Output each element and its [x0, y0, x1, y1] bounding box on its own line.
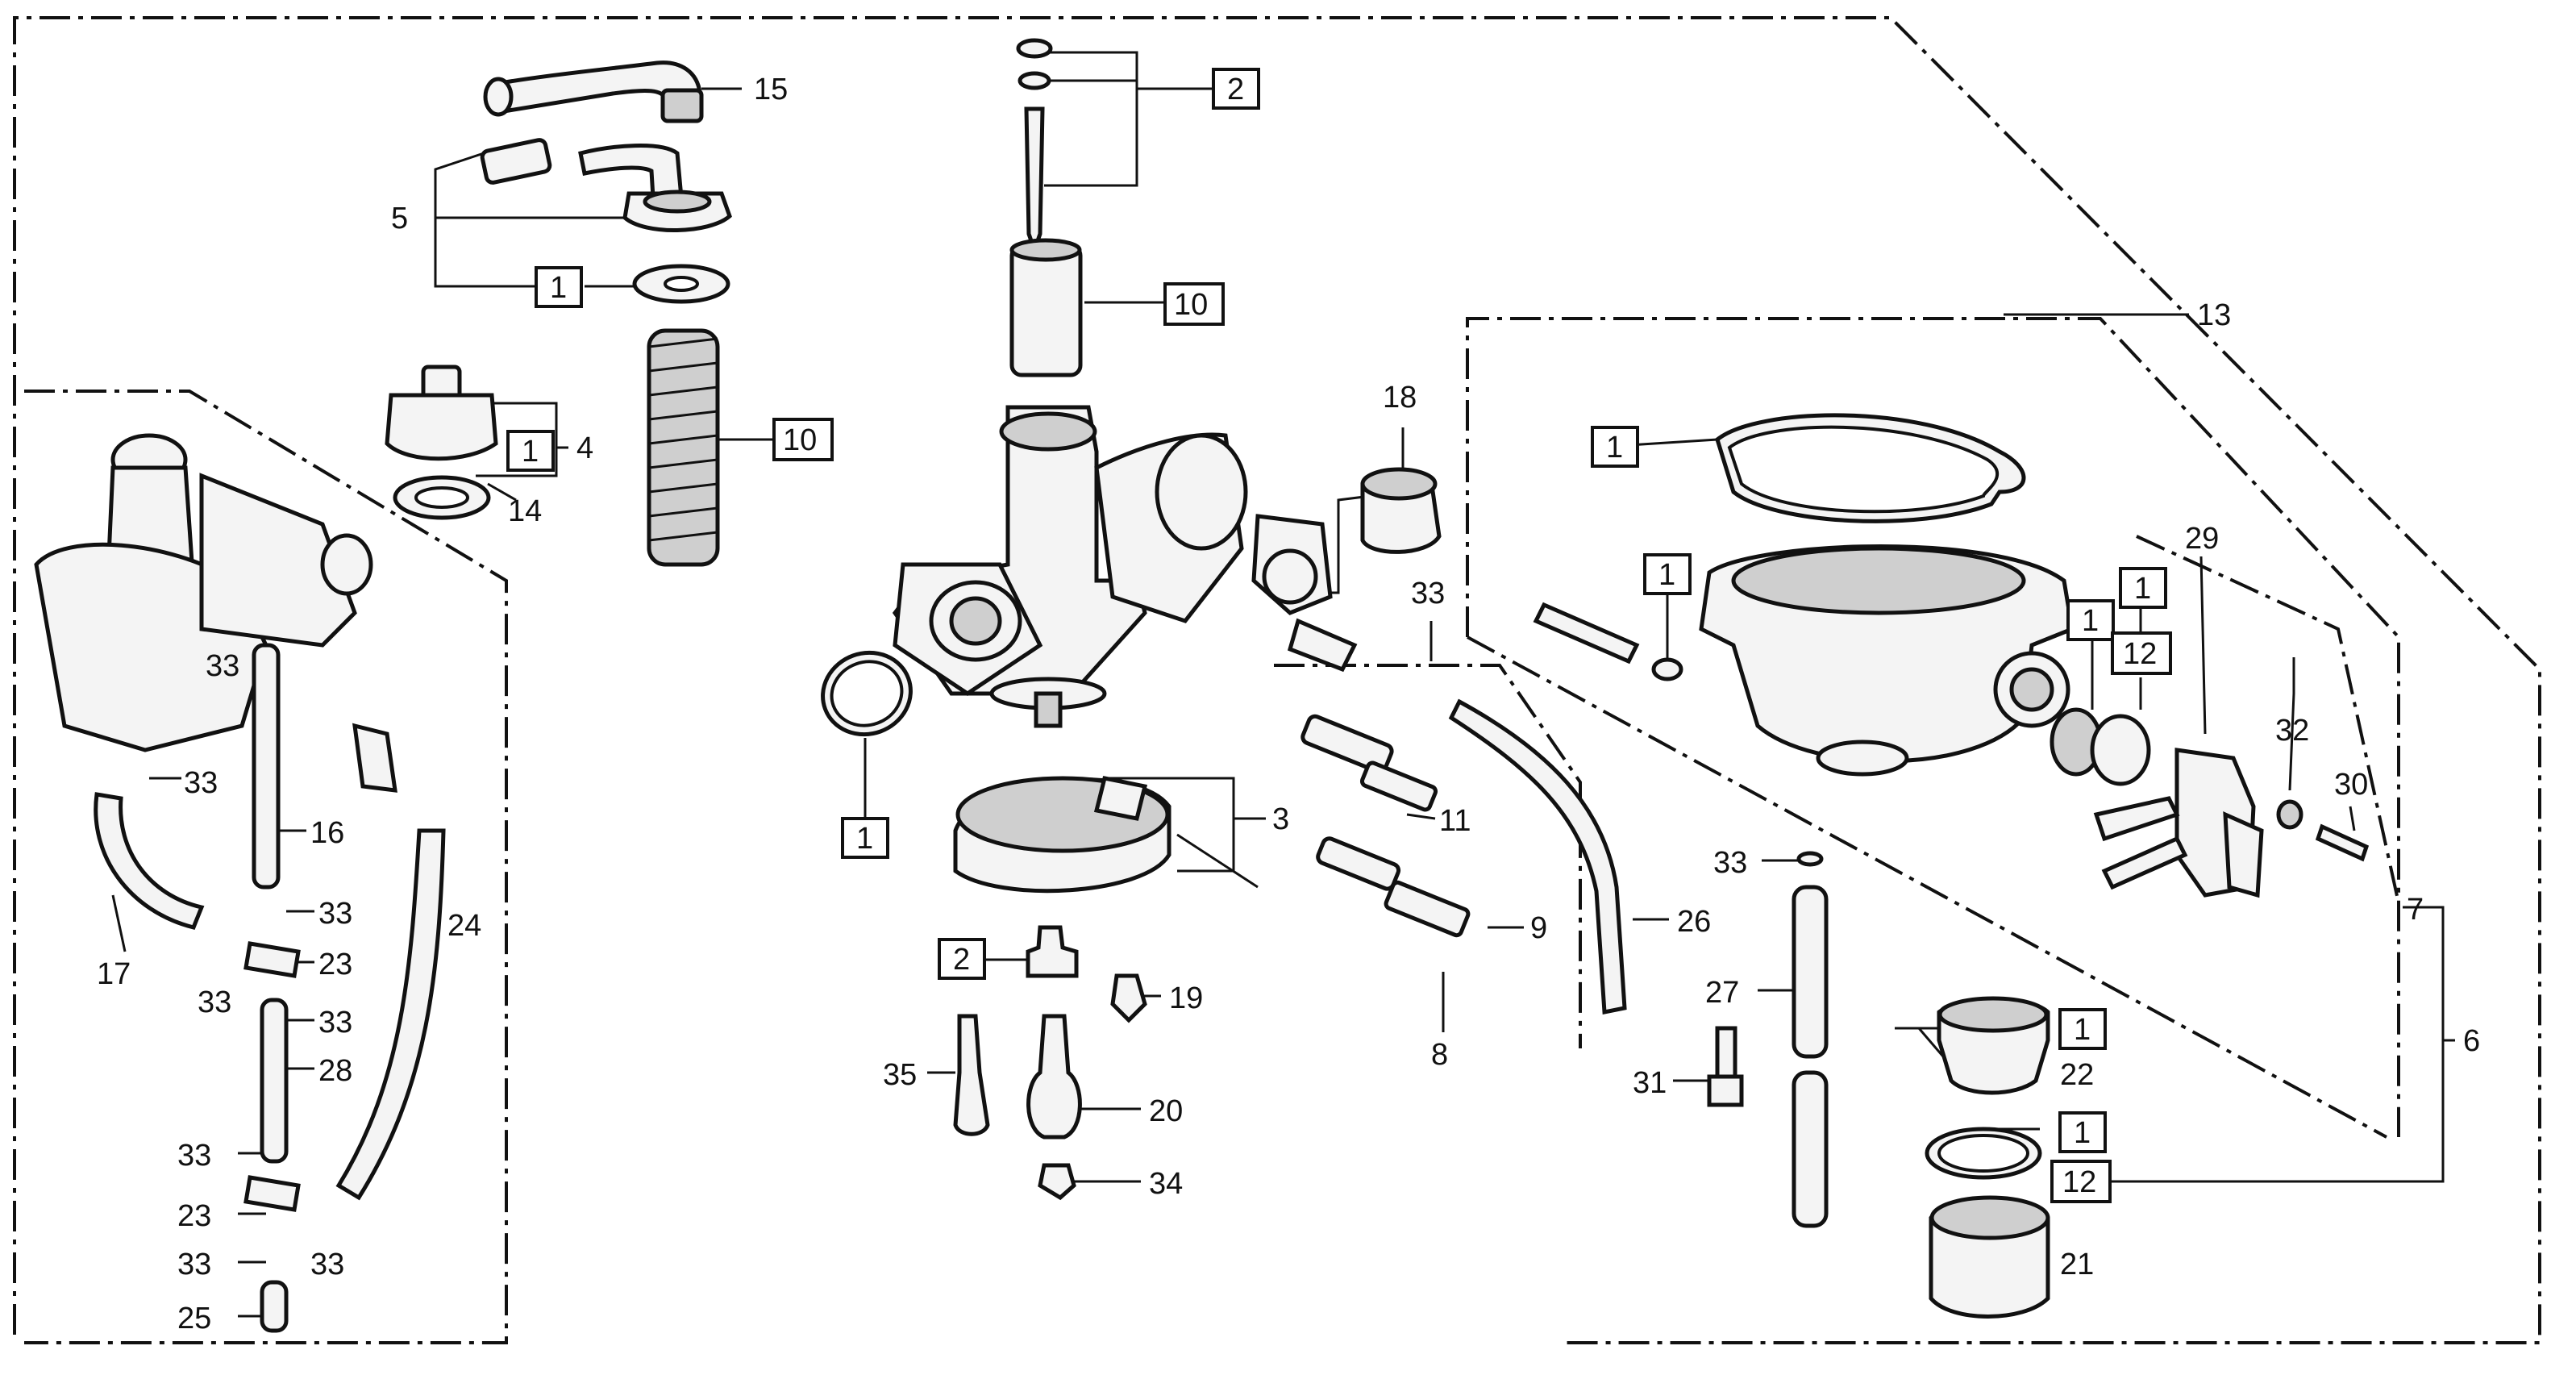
- callout-26: 26: [1677, 905, 1711, 939]
- callout-7: 7: [2407, 893, 2424, 927]
- callout-1-box-d: 1: [1643, 553, 1692, 595]
- callout-33-b: 33: [184, 766, 218, 800]
- callout-32: 32: [2275, 714, 2309, 748]
- top-cap-4: [385, 365, 498, 520]
- callout-14: 14: [508, 494, 542, 528]
- callout-1-box-i: 1: [2058, 1111, 2107, 1153]
- callout-1-a: 1: [550, 271, 567, 305]
- callout-29: 29: [2185, 522, 2219, 556]
- callout-1-box-g: 1: [841, 817, 889, 859]
- callout-2-box-b: 2: [938, 938, 986, 980]
- callout-33-g: 33: [177, 1139, 211, 1173]
- part-callouts: 15 5 1 10 1 4 14 2 10 13 18 1: [97, 68, 2480, 1335]
- callout-13: 13: [2197, 298, 2231, 332]
- assembly-boundary-lines: [13, 16, 2541, 1344]
- callout-1-f: 1: [2082, 604, 2099, 638]
- callout-33-j: 33: [1713, 846, 1747, 880]
- throttle-spring-10: [647, 328, 720, 567]
- float-3: [953, 776, 1259, 894]
- callout-1-d: 1: [1658, 558, 1675, 592]
- callout-2-a: 2: [1227, 73, 1244, 106]
- callout-1-box-b: 1: [506, 430, 555, 472]
- callout-9: 9: [1530, 911, 1547, 945]
- callout-12-box-b: 12: [2050, 1160, 2112, 1203]
- callout-34: 34: [1149, 1167, 1183, 1201]
- callout-12-box-a: 12: [2111, 631, 2172, 675]
- callout-23-b: 23: [177, 1199, 211, 1233]
- callout-33-a: 33: [206, 649, 239, 683]
- callout-16: 16: [310, 816, 344, 850]
- left-carburetor-assembly: [34, 433, 446, 1333]
- jet-needle-and-slide: [1009, 38, 1083, 377]
- callout-17: 17: [97, 957, 131, 991]
- carburetor-body: [892, 405, 1358, 728]
- callout-15: 15: [754, 73, 788, 106]
- callout-10-b: 10: [1174, 288, 1208, 322]
- callout-1-box-h: 1: [2058, 1008, 2107, 1050]
- callout-30: 30: [2334, 768, 2368, 802]
- callout-10-box-a: 10: [772, 418, 834, 461]
- callout-1-g: 1: [856, 822, 873, 856]
- callout-33-d: 33: [318, 897, 352, 931]
- callout-27: 27: [1705, 976, 1739, 1010]
- callout-25: 25: [177, 1302, 211, 1335]
- callout-3: 3: [1272, 802, 1289, 836]
- callout-18: 18: [1383, 381, 1417, 415]
- o-ring-left: [821, 650, 913, 737]
- float-chamber-group: [1533, 413, 2370, 1319]
- callout-11: 11: [1439, 804, 1471, 838]
- callout-1-box-e: 1: [2119, 567, 2167, 609]
- callout-33-e: 33: [198, 985, 231, 1019]
- callout-33-f: 33: [318, 1006, 352, 1040]
- callout-1-box-a: 1: [535, 266, 583, 308]
- jet-parts: [953, 925, 1147, 1201]
- callout-1-h: 1: [2074, 1013, 2091, 1047]
- callout-21: 21: [2060, 1248, 2094, 1281]
- callout-28: 28: [318, 1054, 352, 1088]
- callout-19: 19: [1169, 981, 1203, 1015]
- callout-4: 4: [576, 431, 593, 465]
- callout-8: 8: [1431, 1038, 1448, 1072]
- callout-1-c: 1: [1606, 431, 1623, 465]
- callout-24: 24: [447, 909, 481, 943]
- choke-cable-elbow-15: [483, 60, 704, 123]
- callout-6: 6: [2463, 1024, 2480, 1058]
- callout-12-b: 12: [2062, 1165, 2096, 1199]
- leader-lines: [111, 51, 2455, 1318]
- callout-33-i: 33: [177, 1248, 211, 1281]
- pilot-screw-group: [1300, 714, 1471, 938]
- callout-10-box-b: 10: [1163, 282, 1225, 326]
- overflow-tube-26: [1448, 698, 1627, 1015]
- cap-assembly-5: [480, 138, 732, 304]
- callout-1-box-f: 1: [2066, 599, 2115, 641]
- callout-1-b: 1: [522, 435, 539, 469]
- drain-tube-27: [1707, 851, 1829, 1228]
- callout-1-box-c: 1: [1591, 426, 1639, 468]
- callout-23-a: 23: [318, 948, 352, 981]
- callout-22: 22: [2060, 1058, 2094, 1092]
- callout-5: 5: [391, 202, 408, 235]
- callout-2-b: 2: [953, 943, 970, 977]
- callout-35: 35: [883, 1058, 917, 1092]
- callout-33-c: 33: [1411, 577, 1445, 610]
- callout-31: 31: [1633, 1066, 1667, 1100]
- callout-1-i: 1: [2074, 1116, 2091, 1150]
- callout-12-a: 12: [2123, 637, 2157, 671]
- callout-33-h: 33: [310, 1248, 344, 1281]
- callout-20: 20: [1149, 1094, 1183, 1128]
- callout-1-e: 1: [2134, 572, 2151, 606]
- callout-2-box-a: 2: [1212, 68, 1260, 110]
- choke-plug-18: [1360, 467, 1442, 554]
- callout-10-a: 10: [783, 423, 817, 457]
